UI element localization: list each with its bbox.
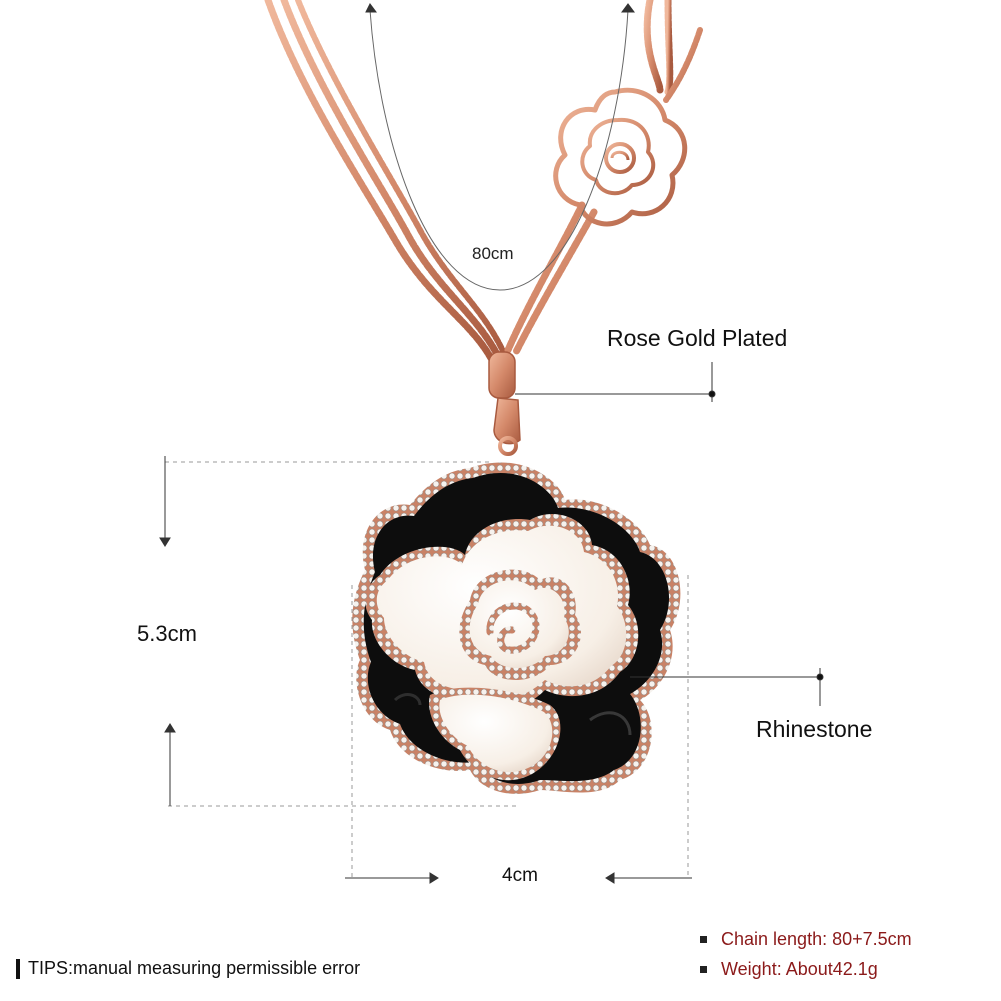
- spec-text: Chain length: 80+7.5cm: [721, 929, 912, 949]
- measurement-lines: [159, 3, 824, 884]
- spec-text: Weight: About42.1g: [721, 959, 878, 979]
- spec-chain-length: Chain length: 80+7.5cm: [700, 929, 912, 950]
- tips-bar-icon: [16, 958, 20, 979]
- chain-length-label: 80cm: [472, 244, 514, 263]
- tips-text: TIPS:manual measuring permissible error: [28, 958, 361, 978]
- tips-note: TIPS:manual measuring permissible error: [16, 958, 360, 979]
- rose-charm: [553, 87, 688, 227]
- width-label: 4cm: [502, 865, 538, 886]
- height-label: 5.3cm: [137, 621, 197, 646]
- necklace-chain: [264, 0, 703, 364]
- rose-pendant: [352, 462, 681, 794]
- stones-label: Rhinestone: [756, 716, 873, 742]
- material-label: Rose Gold Plated: [607, 325, 788, 351]
- bullet-square-icon: [700, 966, 707, 973]
- bullet-square-icon: [700, 936, 707, 943]
- pendant-bail: [488, 351, 521, 456]
- spec-weight: Weight: About42.1g: [700, 959, 878, 980]
